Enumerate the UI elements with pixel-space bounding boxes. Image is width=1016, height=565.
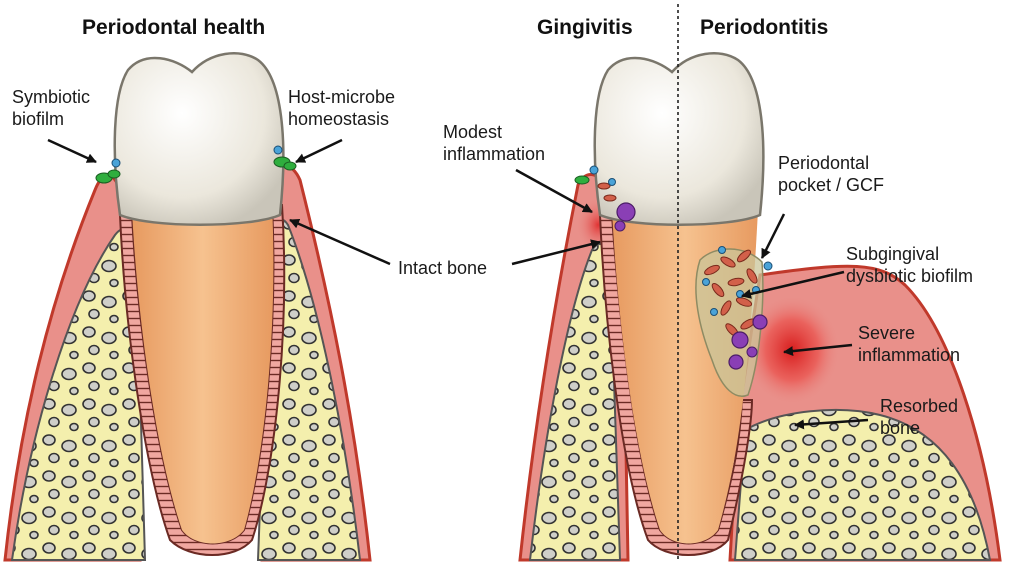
label-modest-inflammation: Modest inflammation <box>443 121 545 165</box>
label-subgingival-biofilm: Subgingival dysbiotic biofilm <box>846 243 973 287</box>
label-severe-inflammation: Severe inflammation <box>858 322 960 366</box>
tooth-crown-disease <box>595 53 764 225</box>
title-health: Periodontal health <box>82 16 265 40</box>
label-resorbed-bone: Resorbed bone <box>880 395 958 439</box>
tooth-root <box>132 205 273 544</box>
title-gingivitis: Gingivitis <box>537 16 633 40</box>
label-intact-bone: Intact bone <box>398 257 487 279</box>
arrow-homeostasis <box>296 140 342 162</box>
label-symbiotic-biofilm: Symbiotic biofilm <box>12 86 90 130</box>
title-periodontitis: Periodontitis <box>700 16 828 40</box>
arrow-symbiotic <box>48 140 96 162</box>
label-periodontal-pocket: Periodontal pocket / GCF <box>778 152 884 196</box>
arrow-pocket <box>762 214 784 258</box>
tooth-crown <box>115 53 284 225</box>
label-host-microbe: Host-microbe homeostasis <box>288 86 395 130</box>
